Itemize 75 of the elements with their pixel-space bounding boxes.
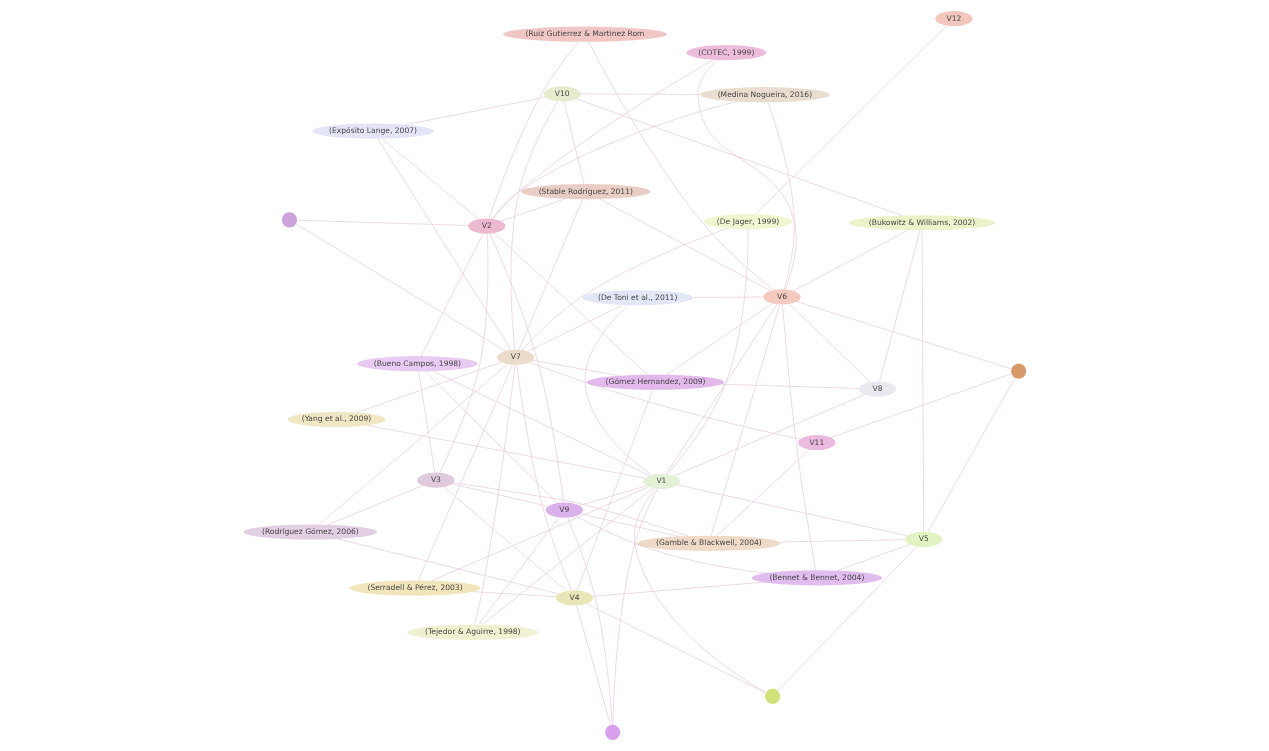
connector — [754, 25, 947, 215]
connector — [527, 304, 623, 352]
connector — [566, 517, 613, 725]
connector — [878, 230, 920, 382]
connector — [318, 363, 508, 525]
connector — [584, 305, 652, 476]
connector — [377, 138, 511, 351]
connector — [477, 517, 559, 625]
connector — [438, 233, 488, 473]
connector — [576, 389, 653, 591]
connector — [528, 362, 800, 440]
connector — [424, 371, 558, 504]
node-circle — [281, 212, 297, 228]
connector — [417, 371, 435, 473]
connector — [493, 232, 648, 375]
connector — [927, 377, 1015, 533]
connector — [579, 513, 679, 537]
connector — [611, 488, 658, 725]
connector — [795, 301, 1012, 370]
connector — [788, 303, 870, 383]
connector — [500, 198, 565, 222]
connector — [452, 482, 688, 537]
node-circle — [764, 688, 780, 704]
connector — [491, 59, 714, 220]
connector — [491, 101, 737, 219]
connector — [585, 603, 766, 694]
connector — [633, 488, 766, 693]
connector — [676, 484, 908, 537]
connector — [716, 449, 809, 536]
connector — [792, 229, 908, 292]
connector — [575, 515, 766, 574]
connector — [489, 233, 564, 503]
connector — [665, 303, 773, 375]
connector — [697, 59, 797, 290]
connector — [518, 198, 583, 351]
connector — [327, 485, 423, 525]
connector — [366, 425, 645, 479]
connector — [563, 101, 584, 185]
connector — [355, 361, 502, 413]
connector — [578, 485, 646, 506]
connector — [673, 394, 865, 477]
node-circle — [1010, 363, 1026, 379]
connector — [836, 544, 910, 571]
connector — [515, 364, 572, 591]
connector — [481, 487, 653, 626]
connector — [766, 101, 795, 290]
connector — [779, 539, 905, 543]
connector — [921, 230, 924, 532]
node-circle — [604, 724, 620, 740]
connector — [665, 304, 777, 475]
connector — [404, 96, 546, 126]
connector — [592, 581, 764, 597]
connector — [598, 198, 771, 292]
connector — [532, 359, 620, 376]
connector — [720, 383, 859, 389]
connector — [575, 98, 902, 216]
connector — [521, 228, 728, 351]
connector — [381, 138, 479, 220]
connector — [710, 304, 780, 536]
connector — [473, 364, 515, 625]
connector — [431, 370, 650, 476]
connector — [472, 591, 556, 598]
connector — [667, 228, 748, 475]
connector — [781, 304, 816, 571]
connector — [420, 233, 483, 357]
connector — [587, 41, 774, 291]
connector — [451, 483, 548, 507]
connector — [575, 605, 611, 726]
connector — [443, 486, 567, 592]
connector — [777, 546, 917, 692]
connector — [431, 486, 649, 582]
connector — [510, 100, 558, 350]
connector — [295, 223, 505, 352]
connector — [296, 219, 468, 226]
connector — [830, 373, 1012, 438]
